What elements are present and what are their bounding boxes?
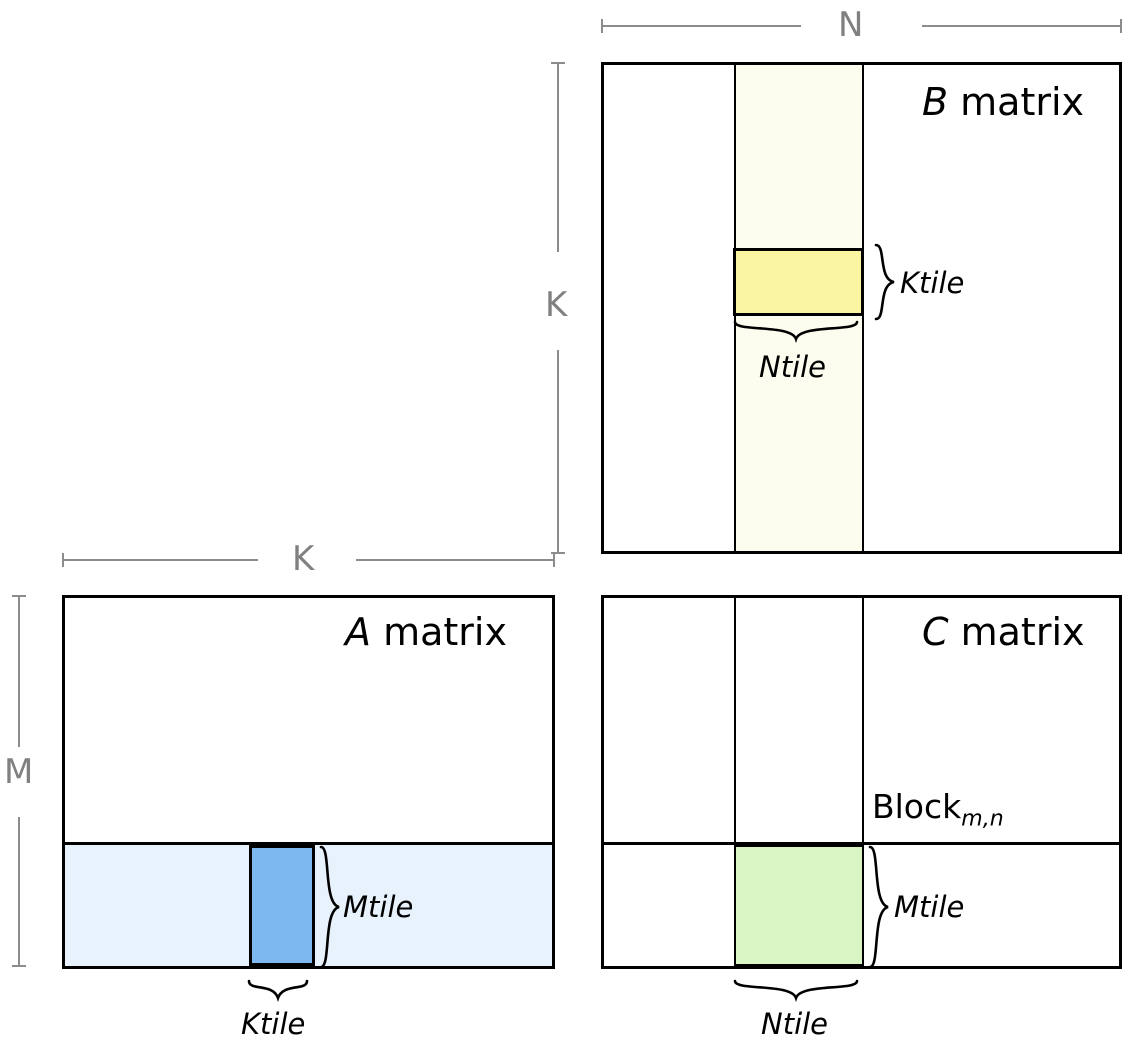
c-matrix-mtile-label: Mtile <box>894 890 965 924</box>
a-matrix-label: A matrix <box>345 613 507 651</box>
c-matrix-ntile-label: Ntile <box>761 1007 829 1041</box>
b-matrix-tile <box>733 248 864 316</box>
dimension-m-vertical-segment-top <box>18 595 20 747</box>
b-matrix-box <box>601 62 1122 554</box>
dimension-k-vertical-cap-bottom <box>551 552 565 554</box>
dimension-m-vertical-segment-bottom <box>18 817 20 967</box>
b-matrix-label-text: matrix <box>948 80 1085 124</box>
dimension-n-label: N <box>838 5 864 45</box>
a-matrix-row-divider <box>65 842 552 845</box>
b-matrix-ktile-label: Ktile <box>900 266 965 300</box>
dimension-k-vertical-segment-top <box>557 62 559 252</box>
c-matrix-box <box>601 595 1122 969</box>
dimension-n-segment-left <box>601 25 801 27</box>
dimension-m-vertical-cap-bottom <box>12 965 26 967</box>
a-matrix-label-symbol: A <box>345 610 371 654</box>
b-matrix-label-symbol: B <box>922 80 949 124</box>
dimension-k-horizontal-segment-right <box>356 559 554 561</box>
dimension-k-horizontal-segment-left <box>62 559 258 561</box>
c-matrix-mtile-brace <box>866 845 892 969</box>
dimension-k-vertical-label: K <box>545 285 568 325</box>
c-matrix-divider-left <box>734 598 736 966</box>
c-matrix-ntile-brace <box>733 977 864 1003</box>
dimension-k-vertical-segment-bottom <box>557 350 559 554</box>
a-matrix-ktile-brace <box>247 977 313 1003</box>
b-matrix-ktile-brace <box>872 243 898 321</box>
c-matrix-label-symbol: C <box>922 610 949 654</box>
c-matrix-label-text: matrix <box>948 610 1085 654</box>
dimension-k-horizontal-cap-right <box>553 553 555 567</box>
a-matrix-ktile-label: Ktile <box>241 1007 306 1041</box>
b-matrix-ntile-label: Ntile <box>759 350 827 384</box>
a-matrix-tile <box>249 845 315 966</box>
c-matrix-label: C matrix <box>922 613 1085 651</box>
a-matrix-mtile-label: Mtile <box>343 890 414 924</box>
c-matrix-block-label-sub: m,n <box>961 806 1004 832</box>
a-matrix-label-text: matrix <box>371 610 507 654</box>
dimension-n-cap-right <box>1120 19 1122 33</box>
dimension-k-horizontal-label: K <box>292 539 315 579</box>
a-matrix-mtile-brace <box>317 845 343 969</box>
c-matrix-block-label: Blockm,n <box>872 790 1004 831</box>
dimension-m-vertical-label: M <box>4 752 34 792</box>
b-matrix-label: B matrix <box>922 83 1084 121</box>
c-matrix-row-divider <box>604 842 1119 845</box>
a-matrix-box <box>62 595 555 969</box>
c-matrix-block-label-main: Block <box>872 787 962 826</box>
dimension-n-segment-right <box>922 25 1122 27</box>
c-matrix-divider-right <box>862 598 864 966</box>
b-matrix-ntile-brace <box>733 318 864 344</box>
c-matrix-tile <box>734 845 864 966</box>
